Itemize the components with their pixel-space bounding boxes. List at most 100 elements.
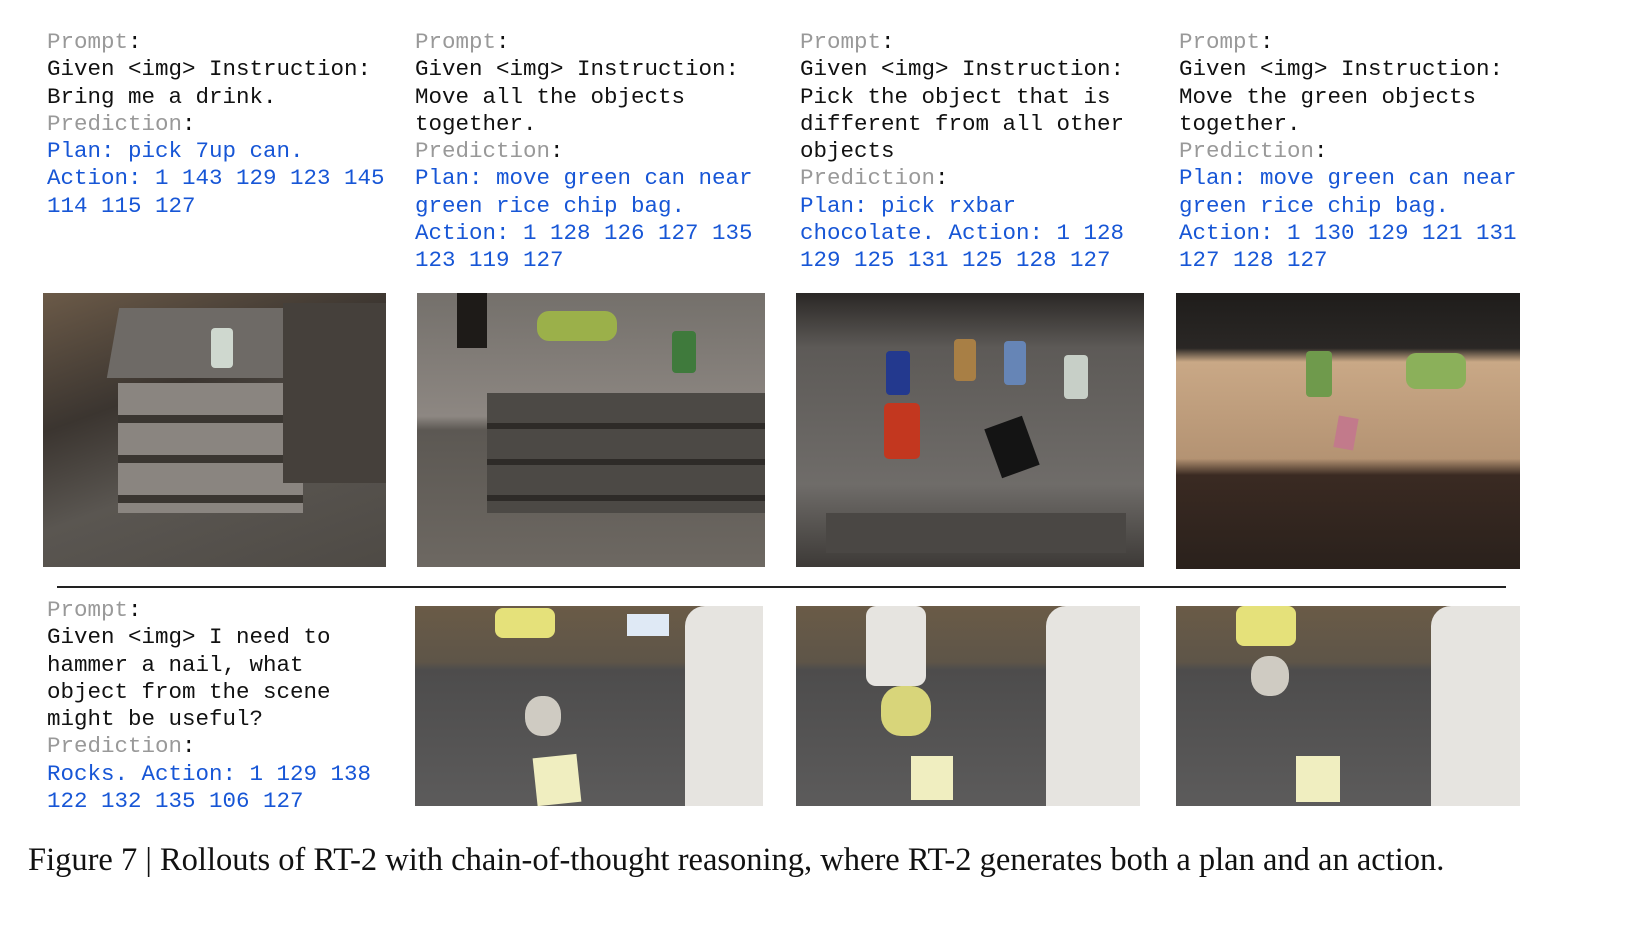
prediction-label-text: Prediction xyxy=(415,138,551,165)
colon: : xyxy=(935,165,949,192)
prediction-line-text: 127 128 127 xyxy=(1179,247,1328,274)
prompt-label: Prompt: xyxy=(800,29,1124,56)
instruction-line: different from all other xyxy=(800,111,1124,138)
photo-table-cans-rxbar xyxy=(796,293,1144,567)
prediction-line: Plan: move green can near xyxy=(415,165,753,192)
photo-cabinet-green-can-chips xyxy=(417,293,765,567)
instruction-line: Pick the object that is xyxy=(800,84,1124,111)
prediction-line: 122 132 135 106 127 xyxy=(47,788,371,815)
prediction-line-text: Plan: pick 7up can. xyxy=(47,138,304,165)
instruction-line: Bring me a drink. xyxy=(47,84,385,111)
instruction-line: Given <img> Instruction: xyxy=(47,56,385,83)
prediction-line-text: Plan: move green can near xyxy=(1179,165,1517,192)
instruction-line: Given <img> Instruction: xyxy=(800,56,1124,83)
prediction-label-text: Prediction xyxy=(800,165,936,192)
instruction-line-text: objects xyxy=(800,138,895,165)
prediction-line-text: 123 119 127 xyxy=(415,247,564,274)
photo-drawer-cabinet-7up xyxy=(43,293,386,567)
instruction-line-text: Given <img> Instruction: xyxy=(800,56,1125,83)
instruction-line: Given <img> I need to xyxy=(47,624,371,651)
photo-robot-rock-2 xyxy=(796,606,1140,806)
prompt-panel-2: Prompt:Given <img> Instruction:Move all … xyxy=(415,29,753,275)
instruction-line-text: Given <img> Instruction: xyxy=(1179,56,1504,83)
photo-robot-rock-3 xyxy=(1176,606,1520,806)
colon: : xyxy=(881,29,895,55)
instruction-line-text: Given <img> Instruction: xyxy=(415,56,740,83)
instruction-line-text: Move the green objects xyxy=(1179,83,1477,110)
prompt-label: Prompt: xyxy=(1179,29,1517,56)
prediction-line: Plan: pick 7up can. xyxy=(47,138,385,165)
photo-robot-rock-1 xyxy=(415,606,763,806)
instruction-line-text: hammer a nail, what xyxy=(47,651,304,678)
prediction-line-text: Rocks. Action: 1 129 138 xyxy=(47,760,372,787)
prediction-line: 129 125 131 125 128 127 xyxy=(800,247,1124,274)
prompt-panel-4: Prompt:Given <img> Instruction:Move the … xyxy=(1179,29,1517,275)
instruction-line: together. xyxy=(415,111,753,138)
instruction-line: hammer a nail, what xyxy=(47,652,371,679)
prediction-label: Prediction: xyxy=(47,733,371,760)
instruction-line-text: Pick the object that is xyxy=(800,83,1111,110)
prediction-line-text: Plan: pick rxbar xyxy=(800,192,1017,219)
prediction-label: Prediction: xyxy=(800,165,1124,192)
instruction-line-text: object from the scene xyxy=(47,678,331,705)
prediction-line: 114 115 127 xyxy=(47,193,385,220)
prediction-line-text: 122 132 135 106 127 xyxy=(47,788,304,815)
colon: : xyxy=(182,733,196,760)
section-divider xyxy=(57,586,1506,588)
prediction-line: Action: 1 143 129 123 145 xyxy=(47,165,385,192)
instruction-line-text: Bring me a drink. xyxy=(47,83,277,110)
prediction-line: Plan: move green can near xyxy=(1179,165,1517,192)
prediction-line: green rice chip bag. xyxy=(1179,193,1517,220)
prediction-label-text: Prediction xyxy=(1179,138,1315,165)
prompt-label-text: Prompt xyxy=(1179,29,1261,55)
prediction-line: green rice chip bag. xyxy=(415,193,753,220)
prediction-label: Prediction: xyxy=(415,138,753,165)
prediction-line-text: 114 115 127 xyxy=(47,192,196,219)
prompt-panel-3: Prompt:Given <img> Instruction:Pick the … xyxy=(800,29,1124,275)
prediction-label: Prediction: xyxy=(47,111,385,138)
prediction-line-text: Action: 1 143 129 123 145 xyxy=(47,165,385,192)
instruction-line: Move the green objects xyxy=(1179,84,1517,111)
prediction-line-text: Action: 1 130 129 121 131 xyxy=(1179,220,1517,247)
instruction-line: Move all the objects xyxy=(415,84,753,111)
colon: : xyxy=(182,110,196,137)
prompt-label-text: Prompt xyxy=(47,597,129,623)
prediction-line: Rocks. Action: 1 129 138 xyxy=(47,761,371,788)
prediction-line-text: Plan: move green can near xyxy=(415,165,753,192)
prediction-line: 127 128 127 xyxy=(1179,247,1517,274)
instruction-line-text: together. xyxy=(1179,110,1301,137)
colon: : xyxy=(496,29,510,55)
prompt-label: Prompt: xyxy=(415,29,753,56)
colon: : xyxy=(550,138,564,165)
prediction-line: Plan: pick rxbar xyxy=(800,193,1124,220)
instruction-line-text: Given <img> Instruction: xyxy=(47,56,372,83)
prediction-line-text: green rice chip bag. xyxy=(415,192,686,219)
prompt-label: Prompt: xyxy=(47,597,371,624)
prompt-panel-1: Prompt:Given <img> Instruction:Bring me … xyxy=(47,29,385,220)
prompt-label-text: Prompt xyxy=(47,29,129,55)
figure-caption: Figure 7 | Rollouts of RT-2 with chain-o… xyxy=(28,842,1445,878)
prediction-line: Action: 1 130 129 121 131 xyxy=(1179,220,1517,247)
prompt-label: Prompt: xyxy=(47,29,385,56)
prediction-line-text: 129 125 131 125 128 127 xyxy=(800,247,1111,274)
colon: : xyxy=(128,29,142,55)
instruction-line: might be useful? xyxy=(47,706,371,733)
photo-desk-green-can-chips xyxy=(1176,293,1520,569)
colon: : xyxy=(128,597,142,623)
instruction-line: Given <img> Instruction: xyxy=(415,56,753,83)
prediction-label-text: Prediction xyxy=(47,110,183,137)
instruction-line-text: might be useful? xyxy=(47,706,264,733)
instruction-line-text: Move all the objects xyxy=(415,83,686,110)
instruction-line: objects xyxy=(800,138,1124,165)
prompt-label-text: Prompt xyxy=(415,29,497,55)
colon: : xyxy=(1260,29,1274,55)
colon: : xyxy=(1314,138,1328,165)
instruction-line-text: different from all other xyxy=(800,110,1125,137)
prediction-line-text: chocolate. Action: 1 128 xyxy=(800,220,1125,247)
instruction-line-text: Given <img> I need to xyxy=(47,624,331,651)
prediction-label-text: Prediction xyxy=(47,733,183,760)
instruction-line: together. xyxy=(1179,111,1517,138)
prediction-line: 123 119 127 xyxy=(415,247,753,274)
instruction-line: Given <img> Instruction: xyxy=(1179,56,1517,83)
